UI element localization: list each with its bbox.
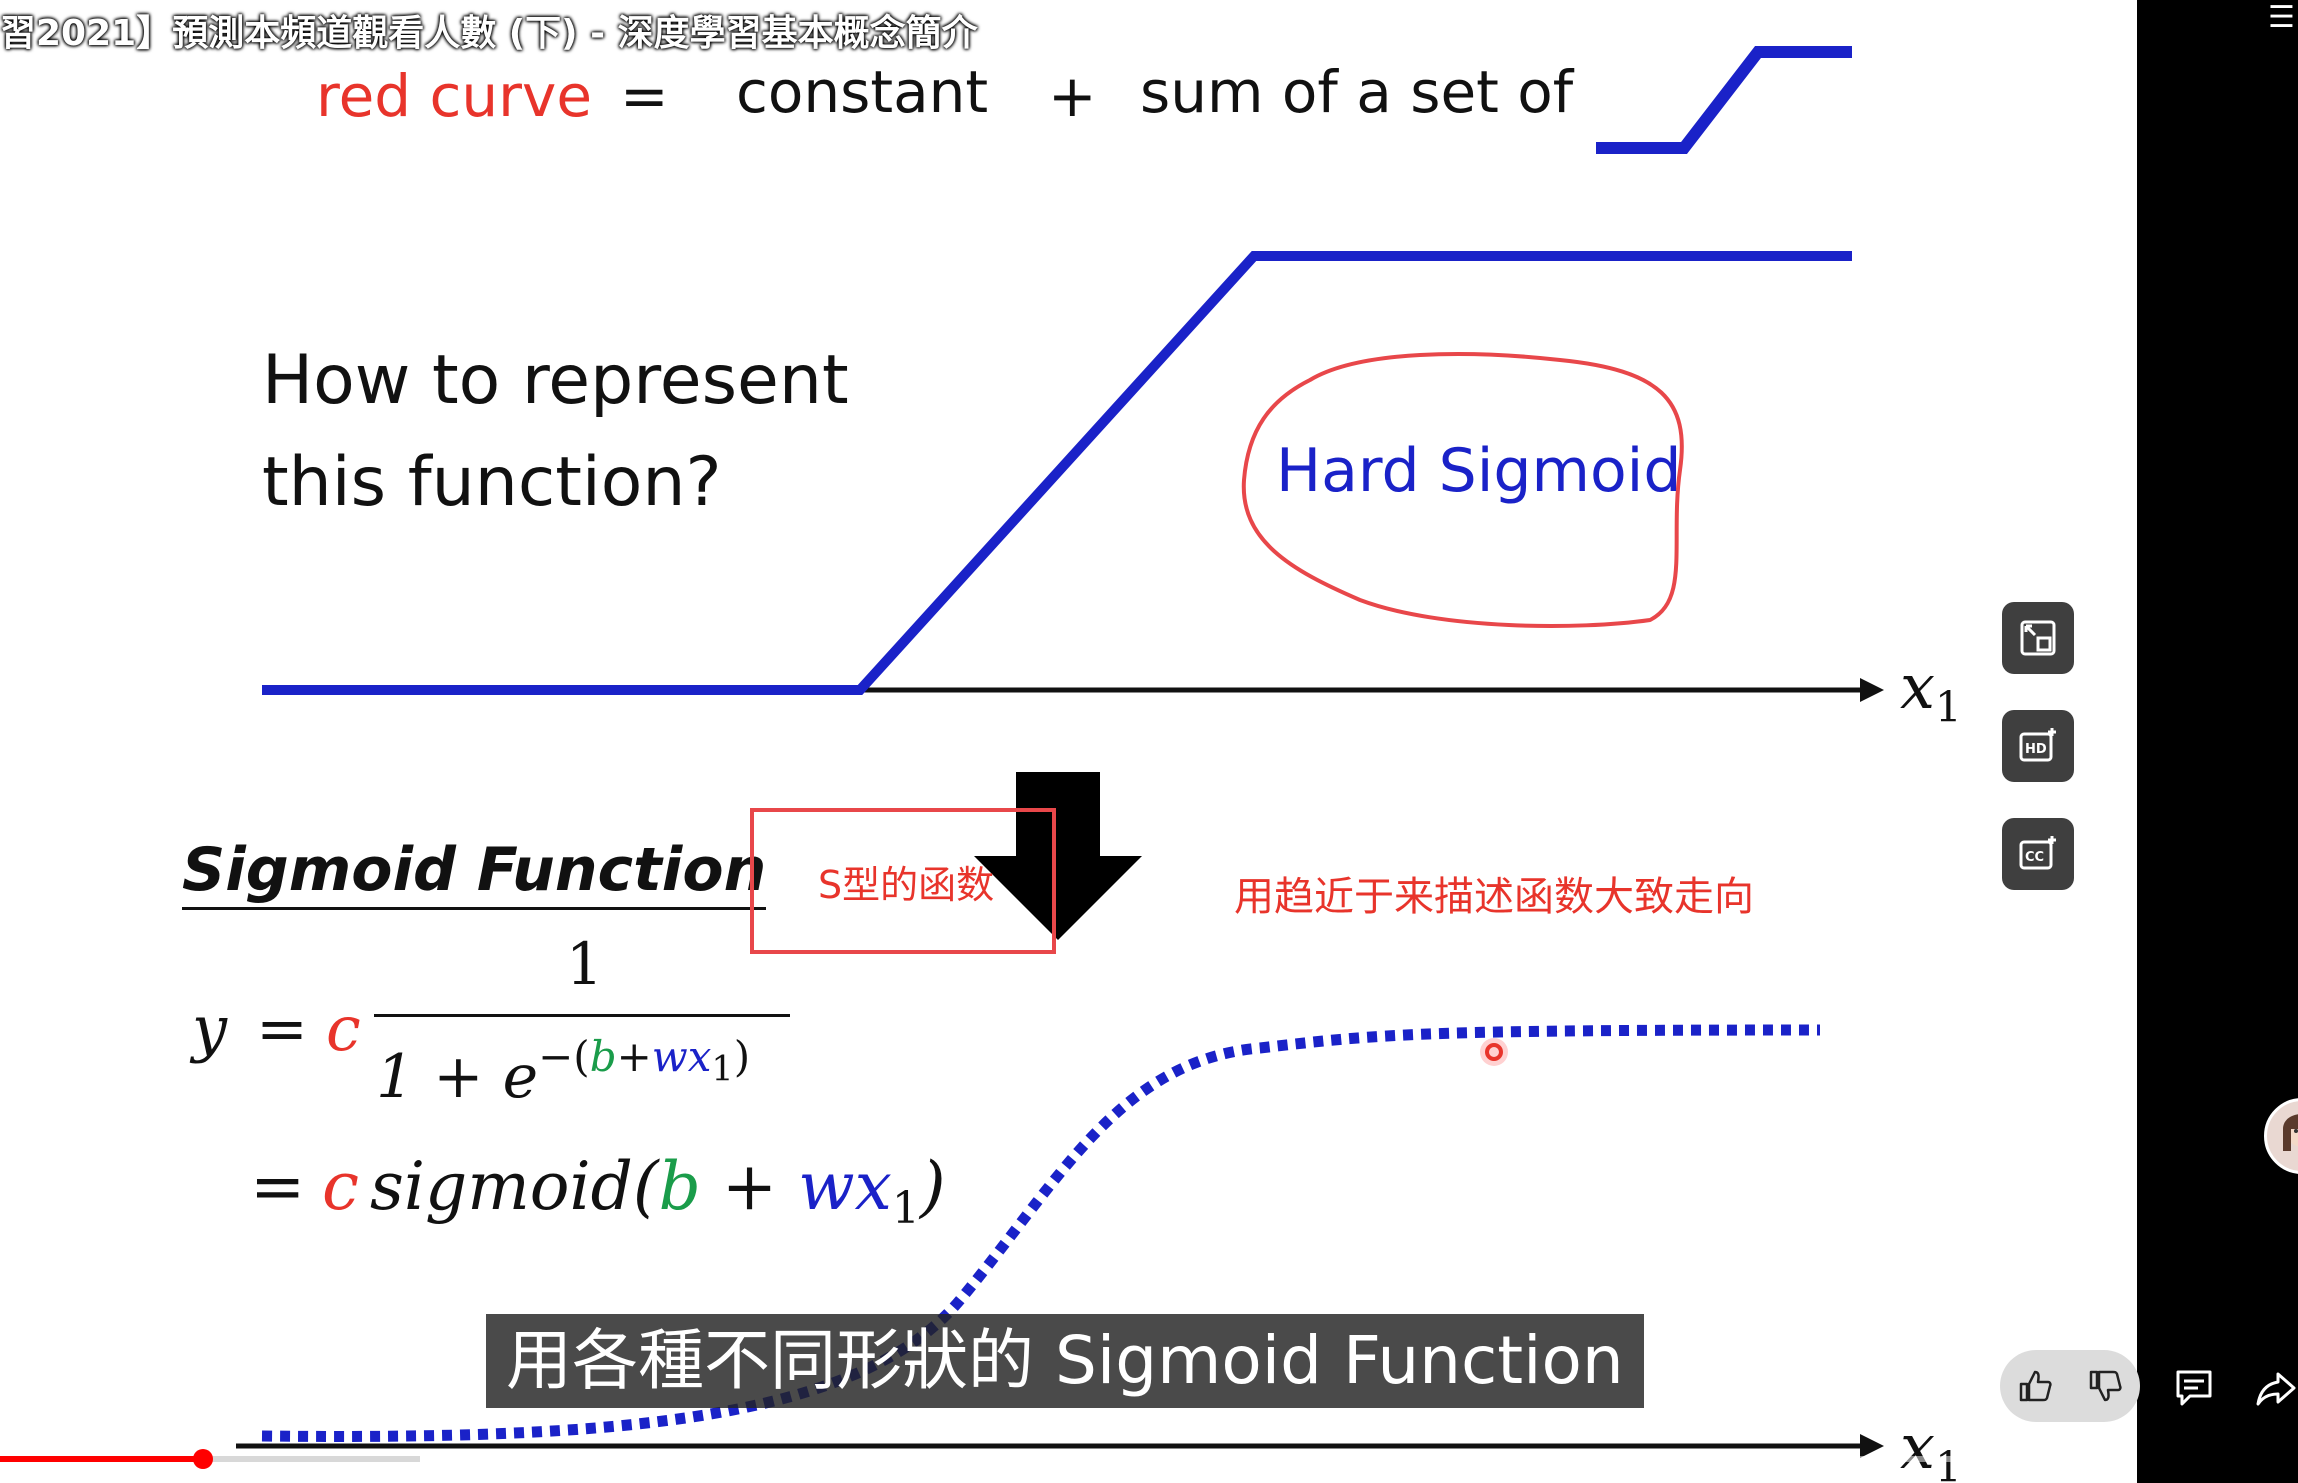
equation-equals: =	[620, 62, 669, 130]
slide-graphics	[236, 46, 1884, 1458]
like-dislike-pill	[2000, 1350, 2140, 1422]
hd-icon: HD	[2019, 728, 2056, 762]
equation-tail: sum of a set of	[1140, 58, 1574, 126]
pip-icon	[2020, 620, 2056, 656]
hard-sigmoid-mini-icon	[1596, 46, 1852, 154]
formula-fraction-bar	[374, 1014, 790, 1017]
axis-var: x	[1900, 650, 1935, 723]
pip-button[interactable]	[2002, 602, 2074, 674]
exp-b: b	[589, 1032, 617, 1081]
sigmoid-dotted-curve	[261, 1024, 1821, 1442]
x-axis-top-arrow	[1860, 678, 1884, 702]
slide-question: How to represent this function?	[262, 341, 849, 522]
x-axis-bottom-arrow	[1860, 1434, 1884, 1458]
share-icon[interactable]	[2254, 1366, 2298, 1410]
annotation-s-shape: S型的函数	[818, 863, 995, 907]
formula-sigmoid: sigmoid(b + wx1)	[370, 1148, 946, 1234]
video-title[interactable]: 習2021】預測本頻道觀看人數 (下) - 深度學習基本概念簡介	[0, 13, 978, 54]
exp-close: )	[733, 1032, 751, 1081]
sigmoid-b: b	[658, 1148, 701, 1225]
exp-plus: +	[616, 1032, 652, 1081]
formula-c-1: c	[326, 992, 361, 1065]
exp-w: wx	[651, 1032, 712, 1081]
hand-drawn-circle	[1241, 352, 1684, 628]
sigmoid-w: wx	[798, 1148, 892, 1225]
formula-c-2: c	[322, 1148, 359, 1225]
x-axis-bottom-label: x1	[1900, 1410, 1962, 1483]
sigmoid-sub: 1	[891, 1183, 920, 1235]
sigmoid-close: )	[919, 1148, 946, 1225]
comment-icon[interactable]	[2172, 1366, 2216, 1410]
annotation-box	[750, 808, 1056, 954]
menu-icon[interactable]: ☰	[2268, 0, 2295, 35]
svg-text:CC: CC	[2025, 850, 2044, 865]
cc-icon: CC	[2019, 836, 2056, 870]
cc-button[interactable]: CC	[2002, 818, 2074, 890]
formula-equals-2: =	[250, 1148, 306, 1225]
equation-plus: +	[1048, 62, 1097, 130]
sigmoid-open: sigmoid(	[370, 1148, 659, 1225]
exp-sub: 1	[711, 1049, 734, 1090]
formula-numerator: 1	[566, 930, 603, 998]
x-axis-top-label: x1	[1900, 650, 1962, 731]
sigmoid-plus: +	[700, 1148, 799, 1225]
formula-denominator: 1 + e−(b+wx1)	[376, 1032, 750, 1112]
den-exponent: −(b+wx1)	[538, 1032, 751, 1089]
hard-sigmoid-label: Hard Sigmoid	[1276, 436, 1682, 506]
cursor-pointer	[1480, 1038, 1508, 1066]
video-player[interactable]: 習2021】預測本頻道觀看人數 (下) - 深度學習基本概念簡介 red cur…	[0, 0, 2137, 1483]
annotation-trend: 用趋近于来描述函数大致走向	[1234, 874, 1754, 920]
formula-y: y	[192, 992, 228, 1065]
den-base: 1 + e	[376, 1042, 539, 1112]
progress-played	[0, 1456, 203, 1462]
sigmoid-heading: Sigmoid Function	[182, 835, 767, 910]
subtitle-caption: 用各種不同形狀的 Sigmoid Function	[486, 1314, 1644, 1408]
progress-scrubber-thumb[interactable]	[193, 1449, 213, 1469]
axis-sub: 1	[1934, 682, 1962, 732]
exp-open: −(	[538, 1032, 590, 1081]
hd-button[interactable]: HD	[2002, 710, 2074, 782]
formula-equals-1: =	[256, 992, 308, 1065]
down-arrow	[974, 772, 1142, 940]
equation-constant: constant	[736, 58, 989, 126]
avatar-face-icon	[2283, 1114, 2298, 1151]
equation-lhs: red curve	[316, 62, 593, 130]
axis-var: x	[1900, 1410, 1935, 1483]
progress-track[interactable]	[0, 1456, 2137, 1462]
avatar[interactable]	[2264, 1098, 2298, 1174]
hard-sigmoid-curve	[262, 251, 1852, 695]
cursor-pointer-ring	[1485, 1043, 1503, 1061]
thumbs-down-icon[interactable]	[2085, 1366, 2125, 1406]
thumbs-up-icon[interactable]	[2015, 1366, 2055, 1406]
svg-text:HD: HD	[2025, 742, 2047, 757]
axis-sub: 1	[1934, 1442, 1962, 1483]
